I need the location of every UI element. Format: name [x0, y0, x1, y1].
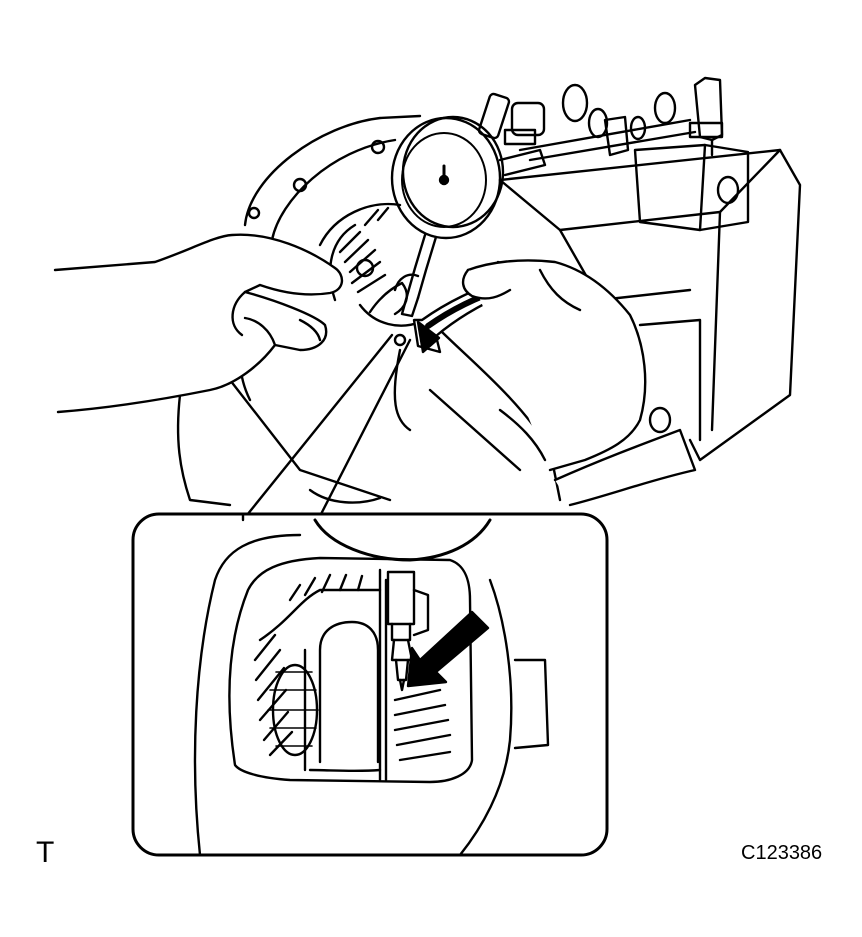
- left-hand: [53, 233, 344, 414]
- pinion-gear: [308, 688, 452, 773]
- ring-gear: [318, 202, 422, 327]
- pointer-arrow-icon: [406, 610, 490, 688]
- dial-plunger: [378, 568, 430, 782]
- dial-indicator-icon: [390, 92, 547, 318]
- detail-inset: [131, 512, 609, 857]
- zoom-callout: [241, 333, 412, 522]
- side-gear: [253, 573, 382, 757]
- differential-carrier: [176, 76, 802, 507]
- main-scene: [53, 76, 802, 522]
- figure-code: C123386: [741, 842, 823, 864]
- right-hand: [461, 259, 697, 507]
- corner-letter: T: [36, 836, 55, 869]
